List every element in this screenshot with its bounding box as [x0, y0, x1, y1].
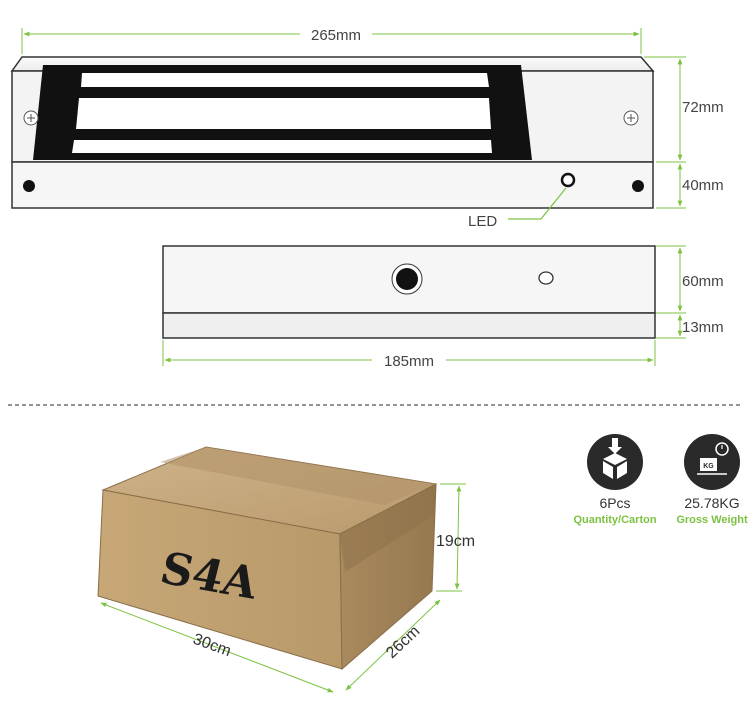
- led-indicator: [560, 172, 576, 188]
- screw-left: [23, 110, 39, 126]
- lock-depth-label: 40mm: [682, 177, 724, 194]
- led-label: LED: [468, 213, 497, 230]
- lock-width-label: 265mm: [311, 27, 361, 44]
- led-leader-line: [508, 187, 567, 220]
- plate-width-label: 185mm: [384, 353, 434, 370]
- mounting-hole-left: [23, 180, 35, 192]
- spec-quantity: 6Pcs Quantity/Carton: [573, 434, 657, 526]
- magnetic-lock-drawing: LED 265mm 72mm 40mm: [10, 27, 724, 230]
- plate-mounting-hole: [396, 268, 418, 290]
- plate-pin-hole: [538, 271, 554, 285]
- plate-height-label: 60mm: [682, 273, 724, 290]
- spec-weight: KG 25.78KG Gross Weight: [676, 434, 748, 526]
- screw-right: [623, 110, 639, 126]
- plate-depth-label: 13mm: [682, 319, 724, 336]
- lock-height-label: 72mm: [682, 99, 724, 116]
- carton-box: S4A 19cm 30cm 26cm: [97, 446, 475, 693]
- carton-height-label: 19cm: [436, 533, 475, 550]
- mounting-hole-right: [632, 180, 644, 192]
- spec-quantity-label: Quantity/Carton: [573, 514, 656, 526]
- svg-text:KG: KG: [703, 463, 714, 470]
- armature-plate-drawing: 60mm 13mm 185mm: [162, 245, 724, 370]
- spec-weight-label: Gross Weight: [676, 514, 748, 526]
- carton-length-label: 30cm: [191, 631, 234, 660]
- spec-weight-value: 25.78KG: [684, 495, 739, 511]
- spec-quantity-value: 6Pcs: [599, 495, 630, 511]
